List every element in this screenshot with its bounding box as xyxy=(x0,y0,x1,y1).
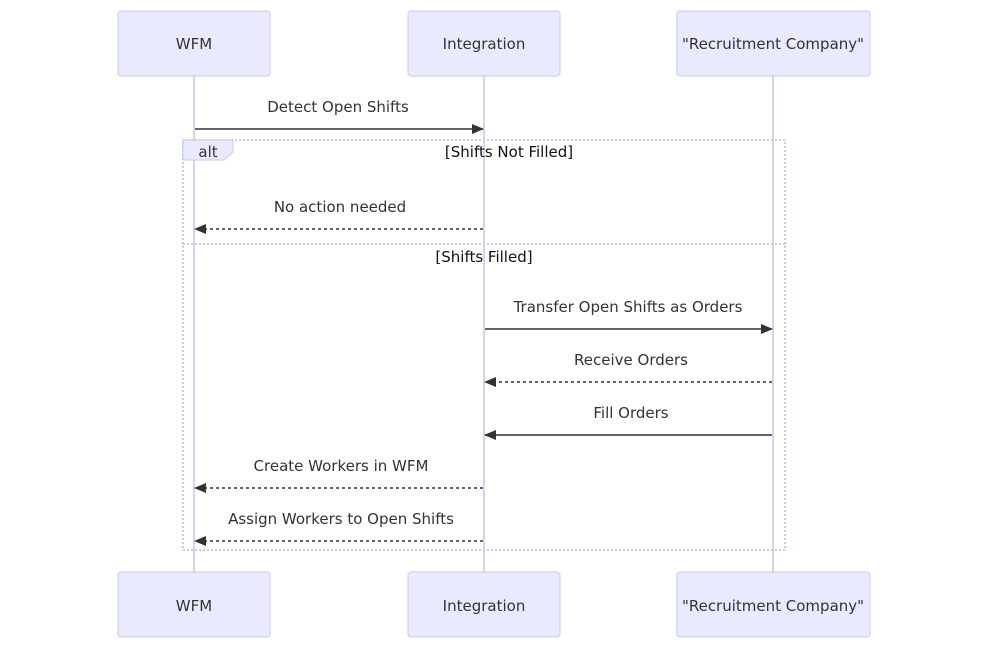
actor-label: WFM xyxy=(176,35,212,53)
actor-top-wfm: WFM xyxy=(117,10,271,77)
message-assign-workers: Assign Workers to Open Shifts xyxy=(194,510,483,546)
message-fill-orders: Fill Orders xyxy=(484,404,772,440)
actor-bottom-wfm: WFM xyxy=(117,571,271,638)
actor-box xyxy=(407,10,561,77)
alt-condition-filled: [Shifts Filled] xyxy=(435,248,532,266)
message-label: Fill Orders xyxy=(593,404,668,422)
message-no-action-needed: No action needed xyxy=(194,198,483,234)
actor-top-recruitment-company: "Recruitment Company" xyxy=(676,10,871,77)
message-label: Receive Orders xyxy=(574,351,688,369)
message-label: Detect Open Shifts xyxy=(267,98,409,116)
alt-label: alt xyxy=(198,143,217,161)
message-label: Assign Workers to Open Shifts xyxy=(228,510,454,528)
actor-box xyxy=(117,571,271,638)
actor-label: Integration xyxy=(443,597,526,615)
alt-frame xyxy=(182,139,786,551)
actor-box xyxy=(117,10,271,77)
actor-box xyxy=(676,10,871,77)
actor-box xyxy=(676,571,871,638)
message-transfer-open-shifts: Transfer Open Shifts as Orders xyxy=(485,298,773,334)
message-label: Create Workers in WFM xyxy=(254,457,429,475)
actor-bottom-integration: Integration xyxy=(407,571,561,638)
message-detect-open-shifts: Detect Open Shifts xyxy=(195,98,484,134)
actor-label: WFM xyxy=(176,597,212,615)
alt-block: alt [Shifts Not Filled] [Shifts Filled] xyxy=(182,139,786,551)
actor-label: "Recruitment Company" xyxy=(682,597,864,615)
message-label: Transfer Open Shifts as Orders xyxy=(513,298,743,316)
message-create-workers: Create Workers in WFM xyxy=(194,457,483,493)
actor-label: "Recruitment Company" xyxy=(682,35,864,53)
alt-condition-not-filled: [Shifts Not Filled] xyxy=(445,143,573,161)
actor-label: Integration xyxy=(443,35,526,53)
actor-top-integration: Integration xyxy=(407,10,561,77)
actor-box xyxy=(407,571,561,638)
message-receive-orders: Receive Orders xyxy=(484,351,772,387)
alt-label-tab xyxy=(182,139,234,161)
message-label: No action needed xyxy=(274,198,406,216)
actor-bottom-recruitment-company: "Recruitment Company" xyxy=(676,571,871,638)
